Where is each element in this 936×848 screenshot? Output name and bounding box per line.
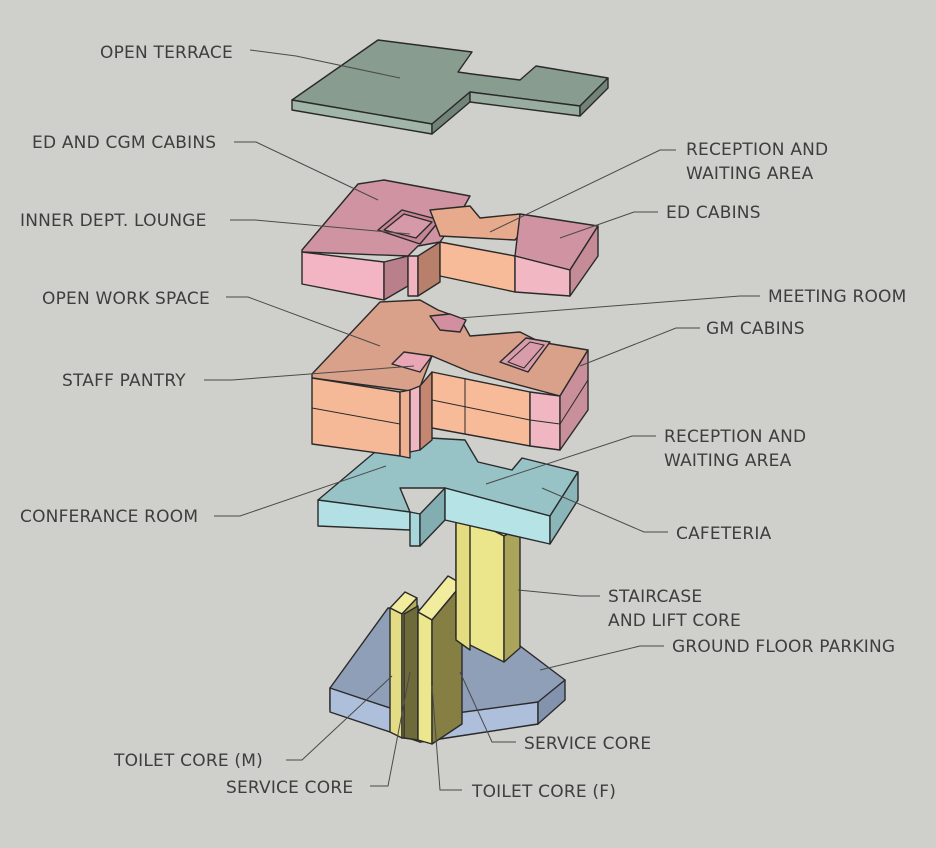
label-conferance-room: CONFERANCE ROOM — [20, 507, 198, 527]
leader-lines — [204, 49, 760, 791]
label-toilet-core-f: TOILET CORE (F) — [471, 782, 616, 802]
label-gm-cabins: GM CABINS — [706, 319, 805, 339]
label-cafeteria: CAFETERIA — [676, 524, 772, 544]
label-reception-lower-line2: WAITING AREA — [664, 451, 792, 471]
label-ground-floor-parking: GROUND FLOOR PARKING — [672, 637, 895, 657]
label-reception-upper-line1: RECEPTION AND — [686, 140, 828, 160]
label-inner-dept-lounge: INNER DEPT. LOUNGE — [20, 211, 207, 231]
service-core-left-shaft — [403, 605, 419, 741]
label-staff-pantry: STAFF PANTRY — [62, 371, 186, 391]
toilet-core-f-shaft — [417, 575, 463, 745]
label-toilet-core-m: TOILET CORE (M) — [113, 751, 263, 771]
middle-office-floors — [311, 299, 589, 459]
label-ed-cgm-cabins: ED AND CGM CABINS — [32, 133, 216, 153]
first-floor-slab — [317, 437, 579, 547]
label-service-core-right: SERVICE CORE — [524, 734, 651, 754]
label-ed-cabins: ED CABINS — [666, 203, 761, 223]
label-staircase-line1: STAIRCASE — [608, 587, 702, 607]
label-open-terrace: OPEN TERRACE — [100, 43, 233, 63]
label-open-work-space: OPEN WORK SPACE — [42, 289, 210, 309]
label-reception-upper-line2: WAITING AREA — [686, 164, 814, 184]
label-service-core-left: SERVICE CORE — [226, 778, 353, 798]
top-office-floor — [301, 179, 599, 301]
label-meeting-room: MEETING ROOM — [768, 287, 906, 307]
label-reception-lower-line1: RECEPTION AND — [664, 427, 806, 447]
labels: OPEN TERRACE ED AND CGM CABINS RECEPTION… — [20, 43, 906, 802]
label-staircase-line2: AND LIFT CORE — [608, 611, 741, 631]
open-terrace-slab — [291, 39, 609, 135]
